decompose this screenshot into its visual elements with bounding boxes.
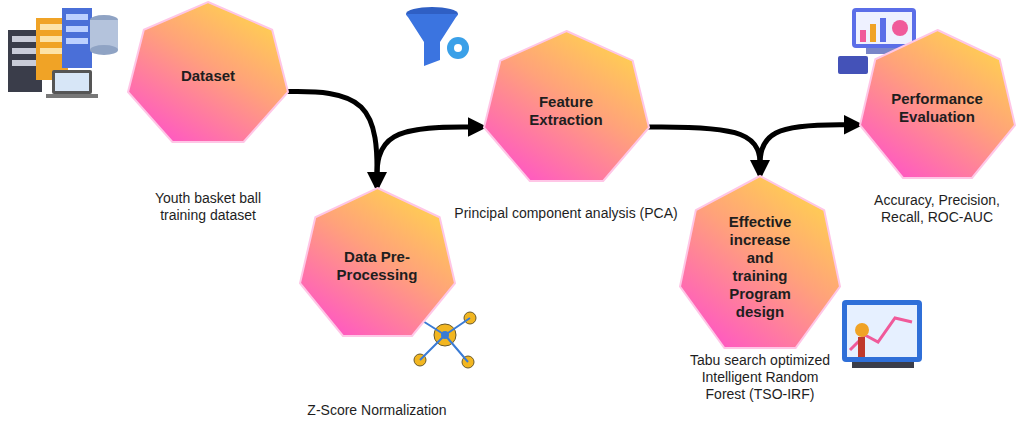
flow-arrow (377, 127, 480, 186)
flow-arrow (642, 127, 760, 172)
step-caption: Accuracy, Precision, Recall, ROC-AUC (862, 192, 1012, 226)
process-heptagon: Effective increase and training Program … (680, 176, 840, 348)
process-heptagon: Feature ExtractionPrincipal component an… (484, 31, 649, 181)
process-heptagon: DatasetYouth basket ball training datase… (128, 2, 288, 142)
step-caption: Tabu search optimized Intelligent Random… (685, 352, 835, 403)
flow-arrow (760, 125, 856, 174)
step-title: Performance Evaluation (891, 90, 983, 126)
step-title: Effective increase and training Program … (720, 213, 800, 321)
step-title: Data Pre-Processing (337, 248, 418, 284)
step-caption: Z-Score Normalization (307, 402, 446, 419)
funnel-icon (406, 7, 469, 66)
process-heptagon: Data Pre-ProcessingZ-Score Normalization (300, 188, 455, 336)
server-icon (8, 8, 118, 98)
process-heptagon: Performance EvaluationAccuracy, Precisio… (860, 30, 1015, 178)
step-title: Dataset (181, 67, 235, 85)
step-title: Feature Extraction (525, 93, 608, 129)
analytics-icon (842, 300, 922, 368)
flow-arrow (282, 92, 377, 184)
step-caption: Principal component analysis (PCA) (454, 205, 677, 222)
step-caption: Youth basket ball training dataset (133, 190, 283, 224)
